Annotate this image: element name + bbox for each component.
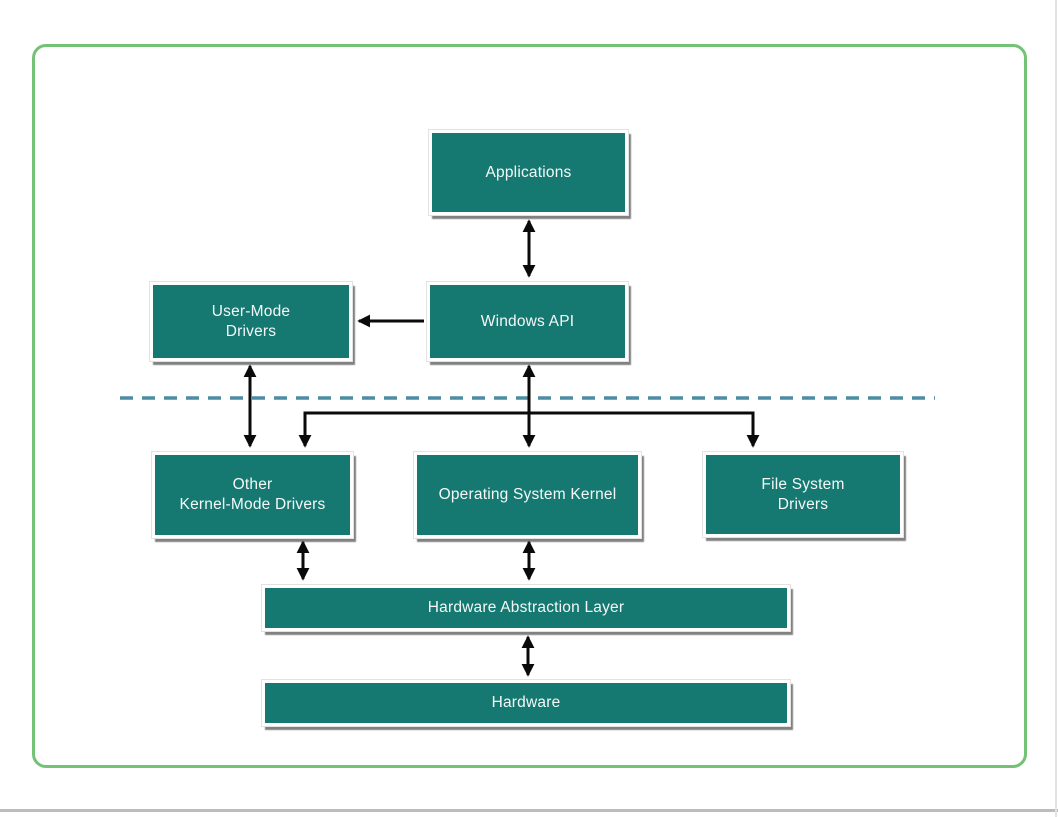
node-other-kernel-mode-drivers: Other Kernel-Mode Drivers [152, 452, 353, 538]
node-windows-api: Windows API [427, 282, 628, 361]
node-label: Hardware [491, 694, 561, 712]
node-hardware-abstraction-layer: Hardware Abstraction Layer [262, 585, 790, 631]
node-file-system-drivers: File System Drivers [703, 452, 903, 537]
node-label: Operating System Kernel [438, 486, 617, 504]
node-hardware: Hardware [262, 680, 790, 726]
node-user-mode-drivers: User-Mode Drivers [150, 282, 352, 361]
node-label: Other Kernel-Mode Drivers [179, 476, 326, 513]
node-label: File System Drivers [761, 475, 845, 513]
node-applications: Applications [429, 130, 628, 215]
window-edge-line [1055, 0, 1057, 817]
node-label: Windows API [480, 312, 575, 330]
footer-divider-line [0, 809, 1058, 812]
node-label: Applications [485, 163, 572, 181]
node-label: User-Mode Drivers [211, 302, 291, 340]
node-label: Hardware Abstraction Layer [427, 599, 625, 617]
node-operating-system-kernel: Operating System Kernel [414, 452, 641, 538]
